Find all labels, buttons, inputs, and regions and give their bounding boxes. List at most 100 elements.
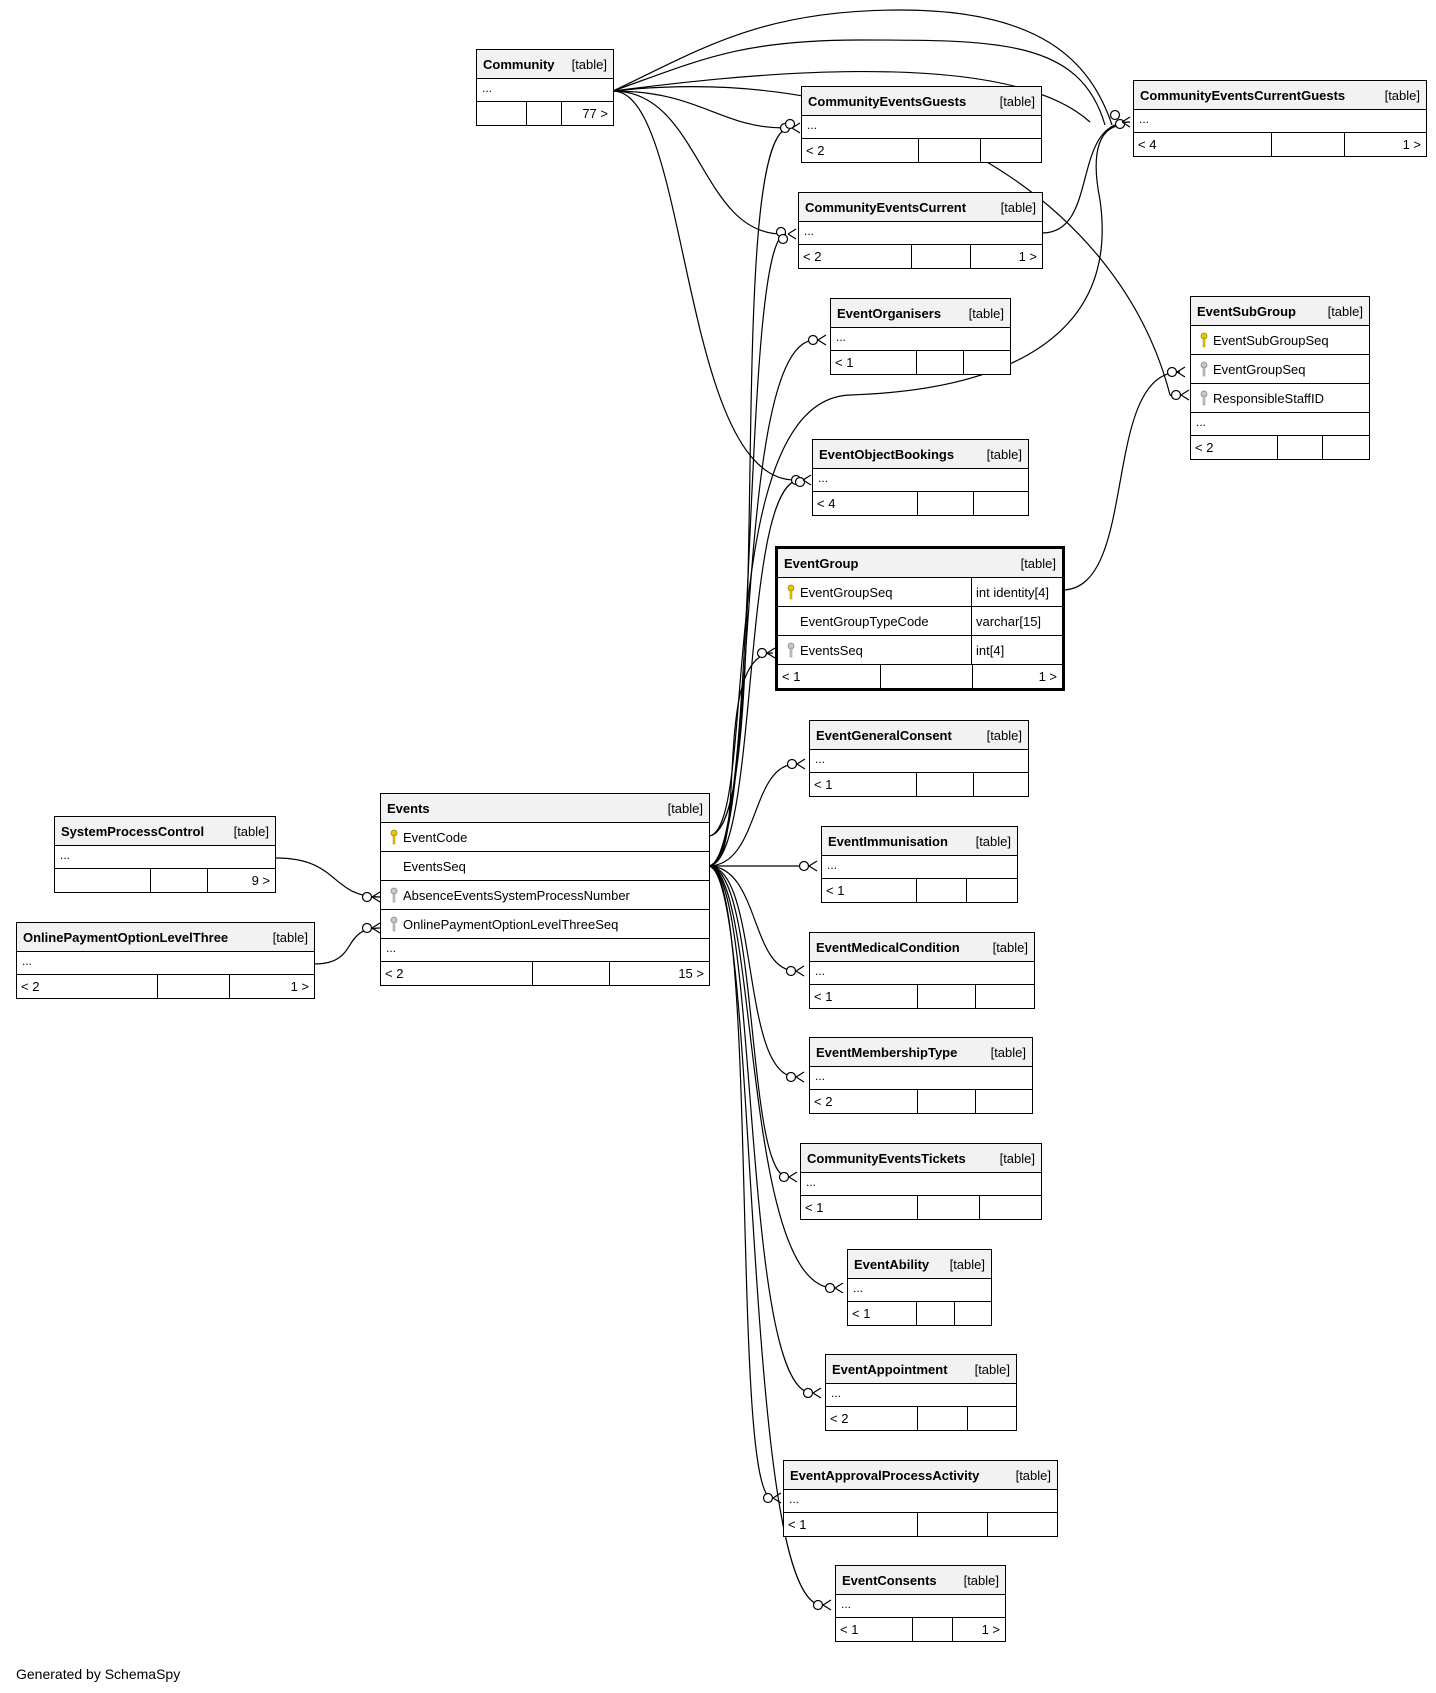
- table-header: EventImmunisation[table]: [822, 827, 1017, 856]
- table-name: Community: [483, 56, 555, 72]
- column-row: AbsenceEventsSystemProcessNumber: [381, 881, 709, 910]
- marker-current-b: [777, 233, 789, 245]
- footer-spacer: [917, 879, 967, 902]
- edge-events-appointment: [707, 865, 813, 1394]
- footer-parents: 77 >: [582, 106, 608, 121]
- table-header: Events[table]: [381, 794, 709, 823]
- table-name: Events: [387, 800, 430, 816]
- table-footer: < 1: [784, 1513, 1057, 1536]
- table-kind: [table]: [949, 1256, 985, 1272]
- table-footer: < 1: [831, 351, 1010, 374]
- table-kind: [table]: [975, 833, 1011, 849]
- table-header: EventObjectBookings [table]: [813, 440, 1028, 469]
- table-events[interactable]: Events[table] EventCode EventsSeq Absenc…: [380, 793, 710, 986]
- table-header: EventGroup[table]: [778, 549, 1062, 578]
- columns-ellipsis: ...: [1134, 110, 1426, 133]
- table-community-events-guests[interactable]: CommunityEventsGuests[table] ... < 2: [801, 86, 1042, 163]
- column-name: EventsSeq: [800, 642, 863, 658]
- table-header: EventOrganisers[table]: [831, 299, 1010, 328]
- table-name: CommunityEventsCurrent: [805, 199, 967, 215]
- column-row: OnlinePaymentOptionLevelThreeSeq: [381, 910, 709, 939]
- footer-spacer: [533, 962, 610, 985]
- table-header: EventApprovalProcessActivity[table]: [784, 1461, 1057, 1490]
- table-event-membership-type[interactable]: EventMembershipType[table] ... < 2: [809, 1037, 1033, 1114]
- footer-parents: 1 >: [290, 979, 309, 994]
- table-event-ability[interactable]: EventAbility[table] ... < 1: [847, 1249, 992, 1326]
- footer-children: [477, 102, 527, 125]
- footer-spacer: [918, 1513, 988, 1536]
- marker-organisers: [807, 334, 819, 346]
- table-header: CommunityEventsCurrent[table]: [799, 193, 1042, 222]
- footer-children: < 2: [826, 1407, 918, 1430]
- columns-ellipsis: ...: [810, 1067, 1032, 1090]
- marker-subgroup-b: [1170, 389, 1182, 401]
- table-community[interactable]: Community[table] ... 77 >: [476, 49, 614, 126]
- table-name: CommunityEventsCurrentGuests: [1140, 87, 1346, 103]
- table-header: EventMembershipType[table]: [810, 1038, 1032, 1067]
- table-name: EventObjectBookings: [819, 446, 955, 462]
- footer-parents: 1 >: [1402, 137, 1421, 152]
- table-community-events-tickets[interactable]: CommunityEventsTickets[table] ... < 1: [800, 1143, 1042, 1220]
- foreign-key-icon: [1195, 361, 1213, 377]
- columns-ellipsis: ...: [810, 750, 1028, 773]
- edge-events-tickets: [707, 865, 789, 1178]
- table-event-general-consent[interactable]: EventGeneralConsent[table] ... < 1: [809, 720, 1029, 797]
- table-kind: [table]: [999, 1150, 1035, 1166]
- table-event-sub-group[interactable]: EventSubGroup[table] EventSubGroupSeq Ev…: [1190, 296, 1370, 460]
- columns-ellipsis: ...: [55, 846, 275, 869]
- table-event-object-bookings[interactable]: EventObjectBookings[table] ... < 4: [812, 439, 1029, 516]
- edge-community-currentguests-2: [612, 9, 1113, 126]
- footer-spacer: [918, 1407, 968, 1430]
- columns-ellipsis: ...: [810, 962, 1034, 985]
- footer-children: < 1: [801, 1196, 918, 1219]
- column-name: EventGroupTypeCode: [800, 613, 929, 629]
- column-name: EventCode: [403, 829, 468, 845]
- table-kind: [table]: [986, 446, 1022, 462]
- table-event-immunisation[interactable]: EventImmunisation[table] ... < 1: [821, 826, 1018, 903]
- table-system-process-control[interactable]: SystemProcessControl[table] ... 9 >: [54, 816, 276, 893]
- column-type: int identity[4]: [971, 578, 1062, 606]
- edge-events-organisers: [707, 339, 816, 867]
- footer-children: < 1: [836, 1618, 913, 1641]
- edge-events-membership: [707, 865, 797, 1078]
- edge-eventgroup-subgroup: [1061, 371, 1181, 591]
- table-event-medical-condition[interactable]: EventMedicalCondition[table] ... < 1: [809, 932, 1035, 1009]
- column-row: EventsSeq: [381, 852, 709, 881]
- table-kind: [table]: [990, 1044, 1026, 1060]
- table-header: EventGeneralConsent[table]: [810, 721, 1028, 750]
- footer-parents: [955, 1302, 991, 1325]
- table-event-appointment[interactable]: EventAppointment[table] ... < 2: [825, 1354, 1017, 1431]
- columns-ellipsis: ...: [802, 116, 1041, 139]
- marker-immunisation: [798, 860, 810, 872]
- footer-children: < 1: [810, 985, 918, 1008]
- footer-parents: [980, 1196, 1041, 1219]
- table-footer: < 1: [810, 985, 1034, 1008]
- column-name: ResponsibleStaffID: [1213, 390, 1325, 406]
- table-footer: 77 >: [477, 102, 613, 125]
- column-name: AbsenceEventsSystemProcessNumber: [403, 887, 630, 903]
- edge-events-bookings: [707, 479, 801, 867]
- table-name: CommunityEventsGuests: [808, 93, 967, 109]
- table-event-approval-process-activity[interactable]: EventApprovalProcessActivity[table] ... …: [783, 1460, 1058, 1537]
- table-header: CommunityEventsTickets[table]: [801, 1144, 1041, 1173]
- table-event-organisers[interactable]: EventOrganisers[table] ... < 1: [830, 298, 1011, 375]
- table-kind: [table]: [992, 939, 1028, 955]
- foreign-key-icon: [1195, 390, 1213, 406]
- footer-spacer: [917, 1302, 955, 1325]
- table-header: EventConsents[table]: [836, 1566, 1005, 1595]
- table-kind: [table]: [968, 305, 1004, 321]
- footer-parents: [967, 879, 1017, 902]
- marker-generalconsent: [786, 758, 798, 770]
- table-header: Community[table]: [477, 50, 613, 79]
- table-community-events-current-guests[interactable]: CommunityEventsCurrentGuests[table] ... …: [1133, 80, 1427, 157]
- columns-ellipsis: ...: [784, 1490, 1057, 1513]
- foreign-key-icon: [385, 916, 403, 932]
- table-online-payment-option-level-three[interactable]: OnlinePaymentOptionLevelThree[table] ...…: [16, 922, 315, 999]
- footer-children: < 1: [778, 665, 881, 688]
